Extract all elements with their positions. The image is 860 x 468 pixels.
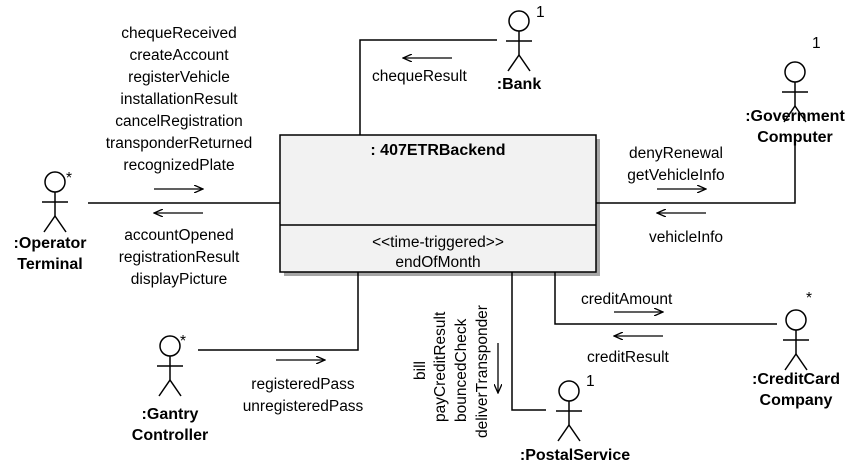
link-bank [359, 39, 497, 135]
government-name-line1: :Government [745, 108, 845, 125]
government-multiplicity: 1 [812, 35, 821, 52]
msg-registration-result: registrationResult [119, 249, 240, 266]
actor-postal: 1 :PostalService [520, 373, 630, 464]
component-operation: endOfMonth [395, 254, 480, 271]
msg-account-opened: accountOpened [124, 227, 233, 244]
gantry-actor-icon [157, 335, 183, 397]
component-body [279, 134, 597, 273]
msg-bill: bill [412, 361, 429, 380]
msg-registered-pass: registeredPass [251, 376, 355, 393]
creditcard-name-line1: :CreditCard [752, 371, 840, 388]
government-actor-icon [782, 61, 808, 123]
creditcard-multiplicity: * [806, 290, 812, 307]
actor-bank: 1 :Bank [497, 4, 545, 93]
msg-create-account: createAccount [129, 47, 229, 64]
msg-credit-amount: creditAmount [581, 291, 673, 308]
gantry-multiplicity: * [180, 333, 186, 350]
bank-multiplicity: 1 [536, 4, 545, 21]
msg-recognized-plate: recognizedPlate [123, 157, 234, 174]
link-creditcard [554, 272, 777, 325]
government-name-line2: Computer [757, 129, 833, 146]
msg-display-picture: displayPicture [131, 271, 228, 288]
link-gantry [198, 272, 359, 351]
component-stereotype: <<time-triggered>> [372, 234, 504, 251]
component-box: : 407ETRBackend <<time-triggered>> endOf… [279, 134, 600, 276]
msg-deliver-transponder: deliverTransponder [474, 305, 491, 438]
link-postal [511, 272, 546, 411]
postal-actor-icon [556, 380, 582, 442]
operator-name-line1: :Operator [14, 235, 87, 252]
msg-pay-credit-result: payCreditResult [432, 311, 449, 422]
msg-unregistered-pass: unregisteredPass [243, 398, 364, 415]
operator-name-line2: Terminal [17, 256, 83, 273]
bank-name: :Bank [497, 76, 542, 93]
msg-credit-result: creditResult [587, 349, 670, 366]
operator-multiplicity: * [66, 170, 72, 187]
message-arrows [154, 58, 706, 393]
links [88, 39, 796, 411]
msg-register-vehicle: registerVehicle [128, 69, 230, 86]
link-government [596, 143, 796, 204]
creditcard-name-line2: Company [760, 392, 833, 409]
message-labels: chequeReceived createAccount registerVeh… [106, 25, 725, 438]
creditcard-actor-icon [783, 309, 809, 371]
postal-multiplicity: 1 [586, 373, 595, 390]
actor-government: 1 :Government Computer [745, 35, 845, 146]
bank-actor-icon [506, 10, 532, 72]
msg-vehicle-info: vehicleInfo [649, 229, 723, 246]
msg-deny-renewal: denyRenewal [629, 145, 723, 162]
actor-gantry: * :Gantry Controller [132, 333, 208, 444]
gantry-name-line2: Controller [132, 427, 208, 444]
msg-installation-result: installationResult [120, 91, 238, 108]
msg-transponder-returned: transponderReturned [106, 135, 253, 152]
operator-actor-icon [42, 171, 68, 233]
msg-cheque-result: chequeResult [372, 68, 467, 85]
actor-creditcard: * :CreditCard Company [752, 290, 840, 409]
gantry-name-line1: :Gantry [142, 406, 199, 423]
msg-cancel-registration: cancelRegistration [115, 113, 243, 130]
msg-cheque-received: chequeReceived [121, 25, 236, 42]
postal-name: :PostalService [520, 447, 630, 464]
msg-bounced-check: bouncedCheck [453, 318, 470, 422]
msg-get-vehicle-info: getVehicleInfo [627, 167, 724, 184]
component-name: : 407ETRBackend [370, 142, 505, 159]
actor-operator: * :Operator Terminal [14, 170, 87, 273]
